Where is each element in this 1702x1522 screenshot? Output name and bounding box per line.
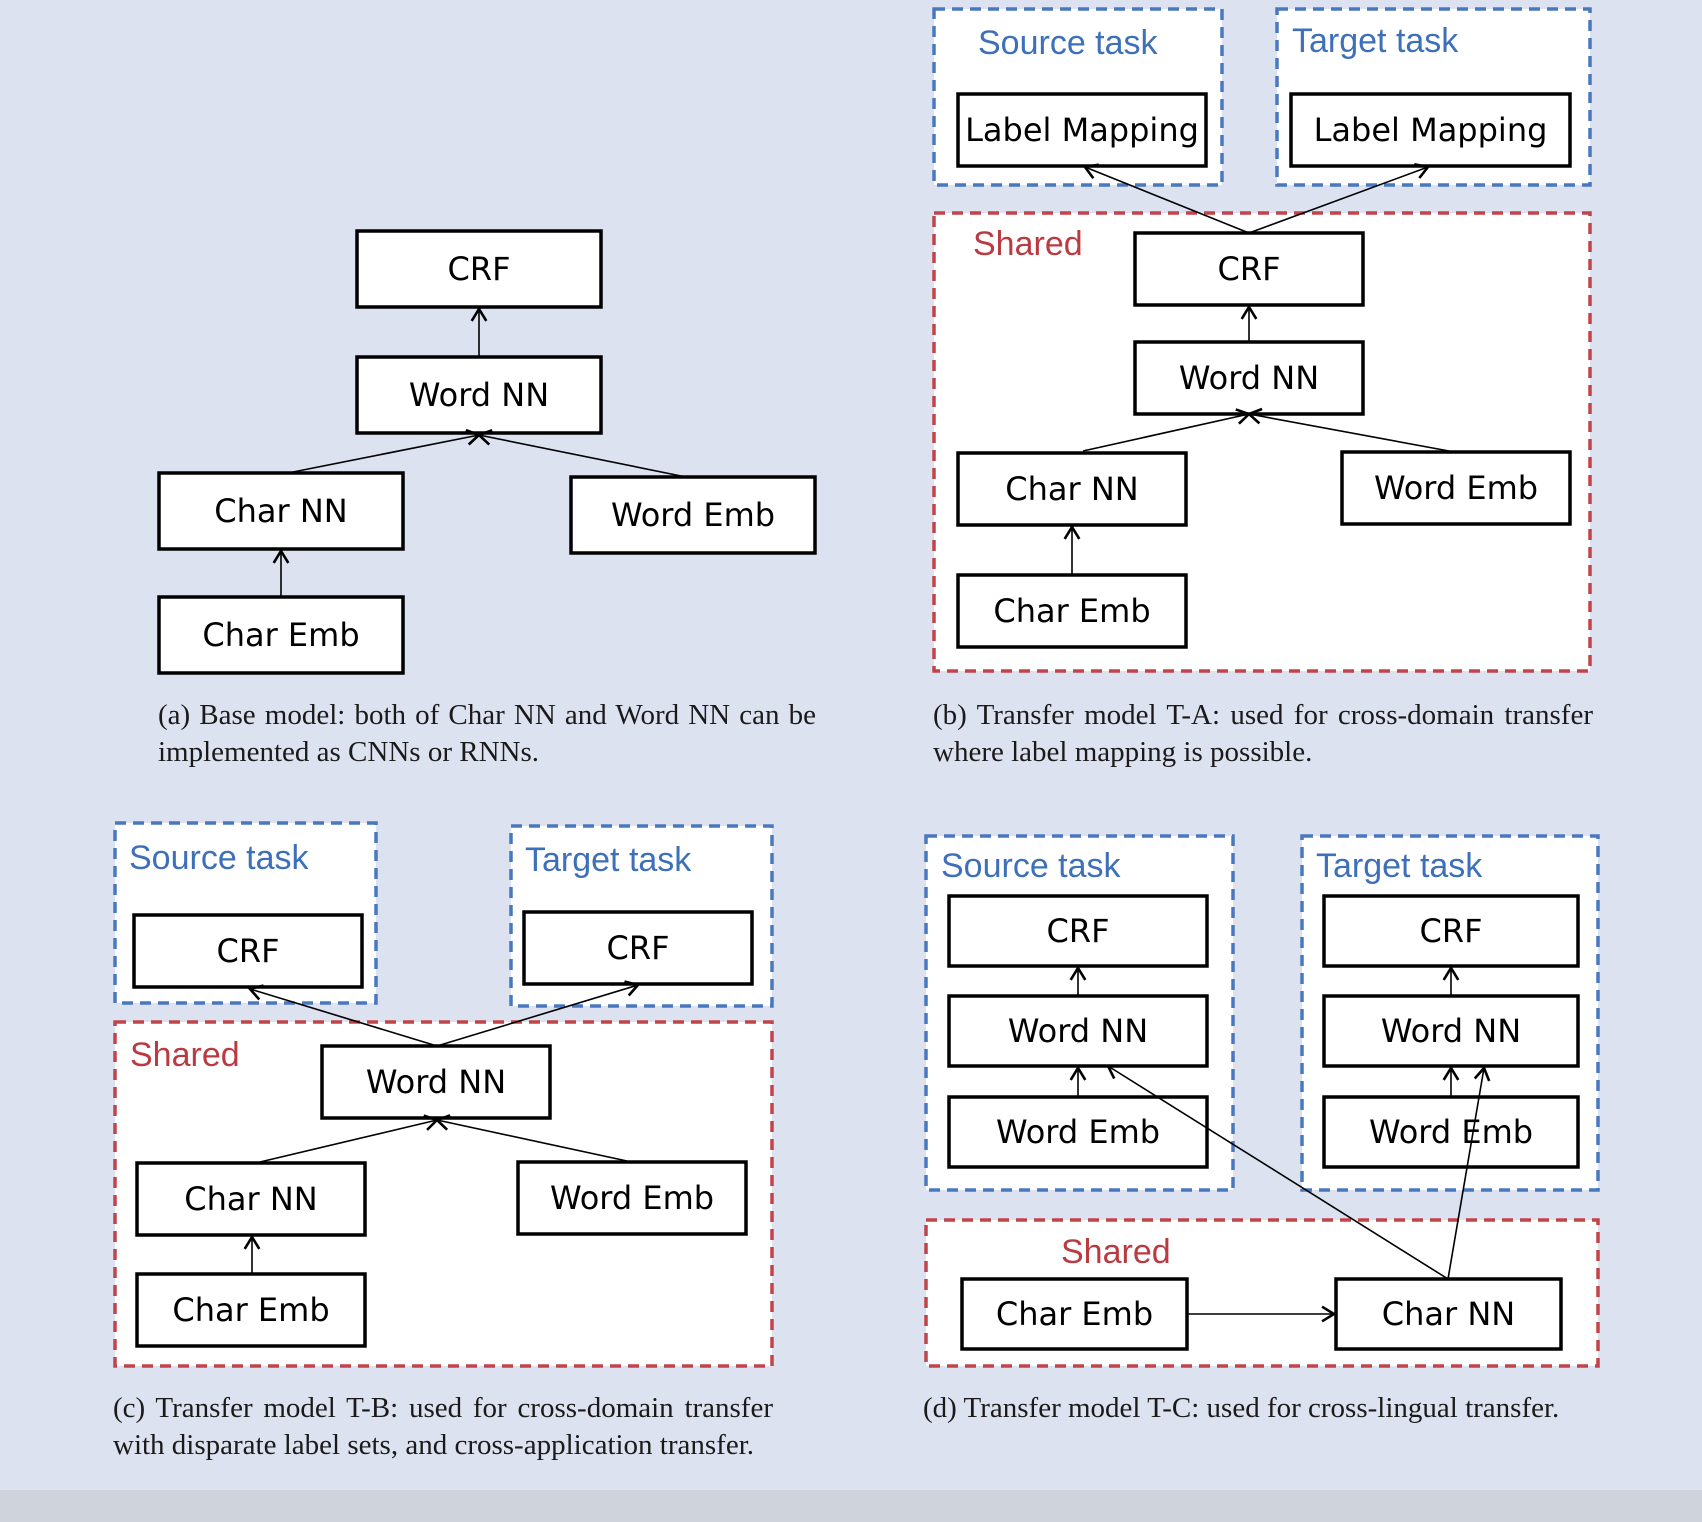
a-arrow-wordemb-wordnn — [476, 428, 687, 478]
b-arrow-crf-target-mapping — [1248, 162, 1431, 234]
d-target-crf-box: CRF — [1322, 894, 1580, 968]
a-char-nn-box: Char NN — [157, 471, 405, 551]
d-arrow-charnn-target-wordnn — [1447, 1065, 1491, 1280]
c-source-crf-box-label: CRF — [217, 932, 280, 970]
c-word-nn-box: Word NN — [320, 1044, 552, 1120]
c-arrow-wordnn-source-crf — [247, 984, 438, 1047]
b-source-label-mapping-box: Label Mapping — [956, 92, 1208, 168]
d-arrow-target-wordnn-crf — [1442, 965, 1460, 996]
d-shared-region-title: Shared — [1061, 1233, 1171, 1271]
bottom-scroll-bar — [0, 1490, 1702, 1522]
d-arrow-source-wordnn-crf — [1069, 965, 1087, 996]
a-char-nn-box-label: Char NN — [214, 492, 347, 530]
b-char-emb-box: Char Emb — [956, 573, 1188, 649]
d-target-crf-box-label: CRF — [1420, 912, 1483, 950]
c-shared-region-title: Shared — [130, 1036, 240, 1074]
c-arrow-wordemb-wordnn — [434, 1114, 628, 1162]
b-arrow-wordemb-wordnn — [1246, 407, 1450, 452]
d-arrow-charnn-source-wordnn — [1105, 1064, 1449, 1280]
b-crf-box-label: CRF — [1218, 250, 1281, 288]
c-char-emb-box: Char Emb — [135, 1272, 367, 1348]
d-target-word-emb-box-label: Word Emb — [1369, 1113, 1533, 1151]
d-source-word-emb-box: Word Emb — [947, 1095, 1209, 1169]
c-arrow-charemb-charnn — [243, 1234, 261, 1274]
a-word-emb-box-label: Word Emb — [611, 496, 775, 534]
c-source-task-region-title: Source task — [129, 839, 310, 877]
c-target-crf-box-label: CRF — [607, 929, 670, 967]
a-word-emb-box: Word Emb — [569, 475, 817, 555]
a-char-emb-box-label: Char Emb — [202, 616, 359, 654]
c-word-emb-box-label: Word Emb — [550, 1179, 714, 1217]
d-arrow-target-wordemb-wordnn — [1442, 1065, 1460, 1097]
b-target-label-mapping-box-label: Label Mapping — [1314, 111, 1548, 149]
caption-a: (a) Base model: both of Char NN and Word… — [158, 699, 816, 768]
a-char-emb-box: Char Emb — [157, 595, 405, 675]
b-target-task-region-title: Target task — [1292, 22, 1459, 60]
d-target-word-nn-box-label: Word NN — [1381, 1012, 1521, 1050]
caption-d: (d) Transfer model T-C: used for cross-l… — [923, 1392, 1560, 1424]
d-target-word-emb-box: Word Emb — [1322, 1095, 1580, 1169]
b-word-emb-box: Word Emb — [1340, 450, 1572, 526]
a-crf-box-label: CRF — [448, 250, 511, 288]
c-char-nn-box: Char NN — [135, 1161, 367, 1237]
b-crf-box: CRF — [1133, 231, 1365, 307]
d-arrow-source-wordemb-wordnn — [1069, 1065, 1087, 1097]
b-arrow-charemb-charnn — [1063, 524, 1081, 575]
c-char-emb-box-label: Char Emb — [172, 1291, 329, 1329]
b-word-nn-box-label: Word NN — [1179, 359, 1319, 397]
a-arrow-wordnn-crf — [470, 306, 488, 357]
d-source-task-region-title: Source task — [941, 847, 1122, 885]
b-target-label-mapping-box: Label Mapping — [1289, 92, 1572, 168]
b-source-label-mapping-box-label: Label Mapping — [965, 111, 1199, 149]
a-arrow-charemb-charnn — [272, 548, 290, 597]
b-char-nn-box: Char NN — [956, 451, 1188, 527]
c-target-task-region-title: Target task — [525, 841, 692, 879]
d-source-crf-box: CRF — [947, 894, 1209, 968]
d-target-word-nn-box: Word NN — [1322, 994, 1580, 1068]
b-word-emb-box-label: Word Emb — [1374, 469, 1538, 507]
c-char-nn-box-label: Char NN — [184, 1180, 317, 1218]
b-word-nn-box: Word NN — [1133, 340, 1365, 416]
d-source-word-nn-box-label: Word NN — [1008, 1012, 1148, 1050]
a-crf-box: CRF — [355, 229, 603, 309]
b-source-task-region-title: Source task — [978, 24, 1159, 62]
caption-c: (c) Transfer model T-B: used for cross-d… — [113, 1392, 773, 1461]
d-char-nn-box: Char NN — [1334, 1277, 1563, 1351]
d-char-emb-box-label: Char Emb — [996, 1295, 1153, 1333]
b-char-emb-box-label: Char Emb — [993, 592, 1150, 630]
caption-b: (b) Transfer model T-A: used for cross-d… — [933, 699, 1593, 768]
a-word-nn-box-label: Word NN — [409, 376, 549, 414]
b-char-nn-box-label: Char NN — [1005, 470, 1138, 508]
c-word-emb-box: Word Emb — [516, 1160, 748, 1236]
d-arrow-charemb-charnn — [1187, 1305, 1337, 1323]
d-source-crf-box-label: CRF — [1047, 912, 1110, 950]
c-word-nn-box-label: Word NN — [366, 1063, 506, 1101]
b-arrow-crf-source-mapping — [1082, 163, 1250, 234]
c-arrow-wordnn-target-crf — [436, 980, 641, 1047]
b-shared-region-title: Shared — [973, 225, 1083, 263]
c-target-crf-box: CRF — [522, 910, 754, 986]
a-arrow-charnn-wordnn — [287, 428, 482, 474]
d-char-emb-box: Char Emb — [960, 1277, 1189, 1351]
a-word-nn-box: Word NN — [355, 355, 603, 435]
c-source-crf-box: CRF — [132, 913, 364, 989]
b-arrow-wordnn-crf — [1240, 304, 1258, 342]
d-target-task-region-title: Target task — [1316, 847, 1483, 885]
d-source-word-nn-box: Word NN — [947, 994, 1209, 1068]
d-source-word-emb-box-label: Word Emb — [996, 1113, 1160, 1151]
d-char-nn-box-label: Char NN — [1382, 1295, 1515, 1333]
